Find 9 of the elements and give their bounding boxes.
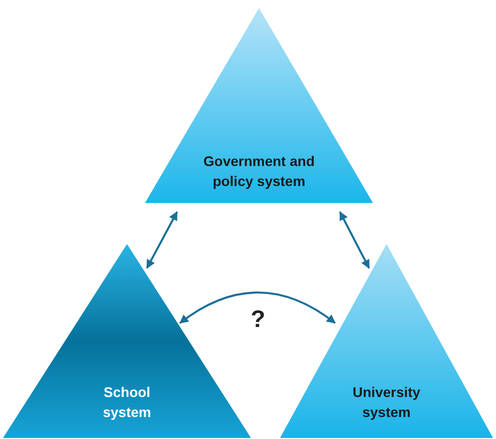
- triangle: [280, 244, 493, 438]
- triangle: [3, 244, 251, 438]
- double-arrow: [179, 292, 336, 324]
- double-arrow: [339, 211, 370, 269]
- triangle: [145, 8, 373, 203]
- node-label: Government and policy system: [202, 152, 316, 191]
- node-label: University system: [352, 383, 422, 422]
- node-label: School system: [102, 383, 152, 422]
- double-arrow: [146, 211, 178, 269]
